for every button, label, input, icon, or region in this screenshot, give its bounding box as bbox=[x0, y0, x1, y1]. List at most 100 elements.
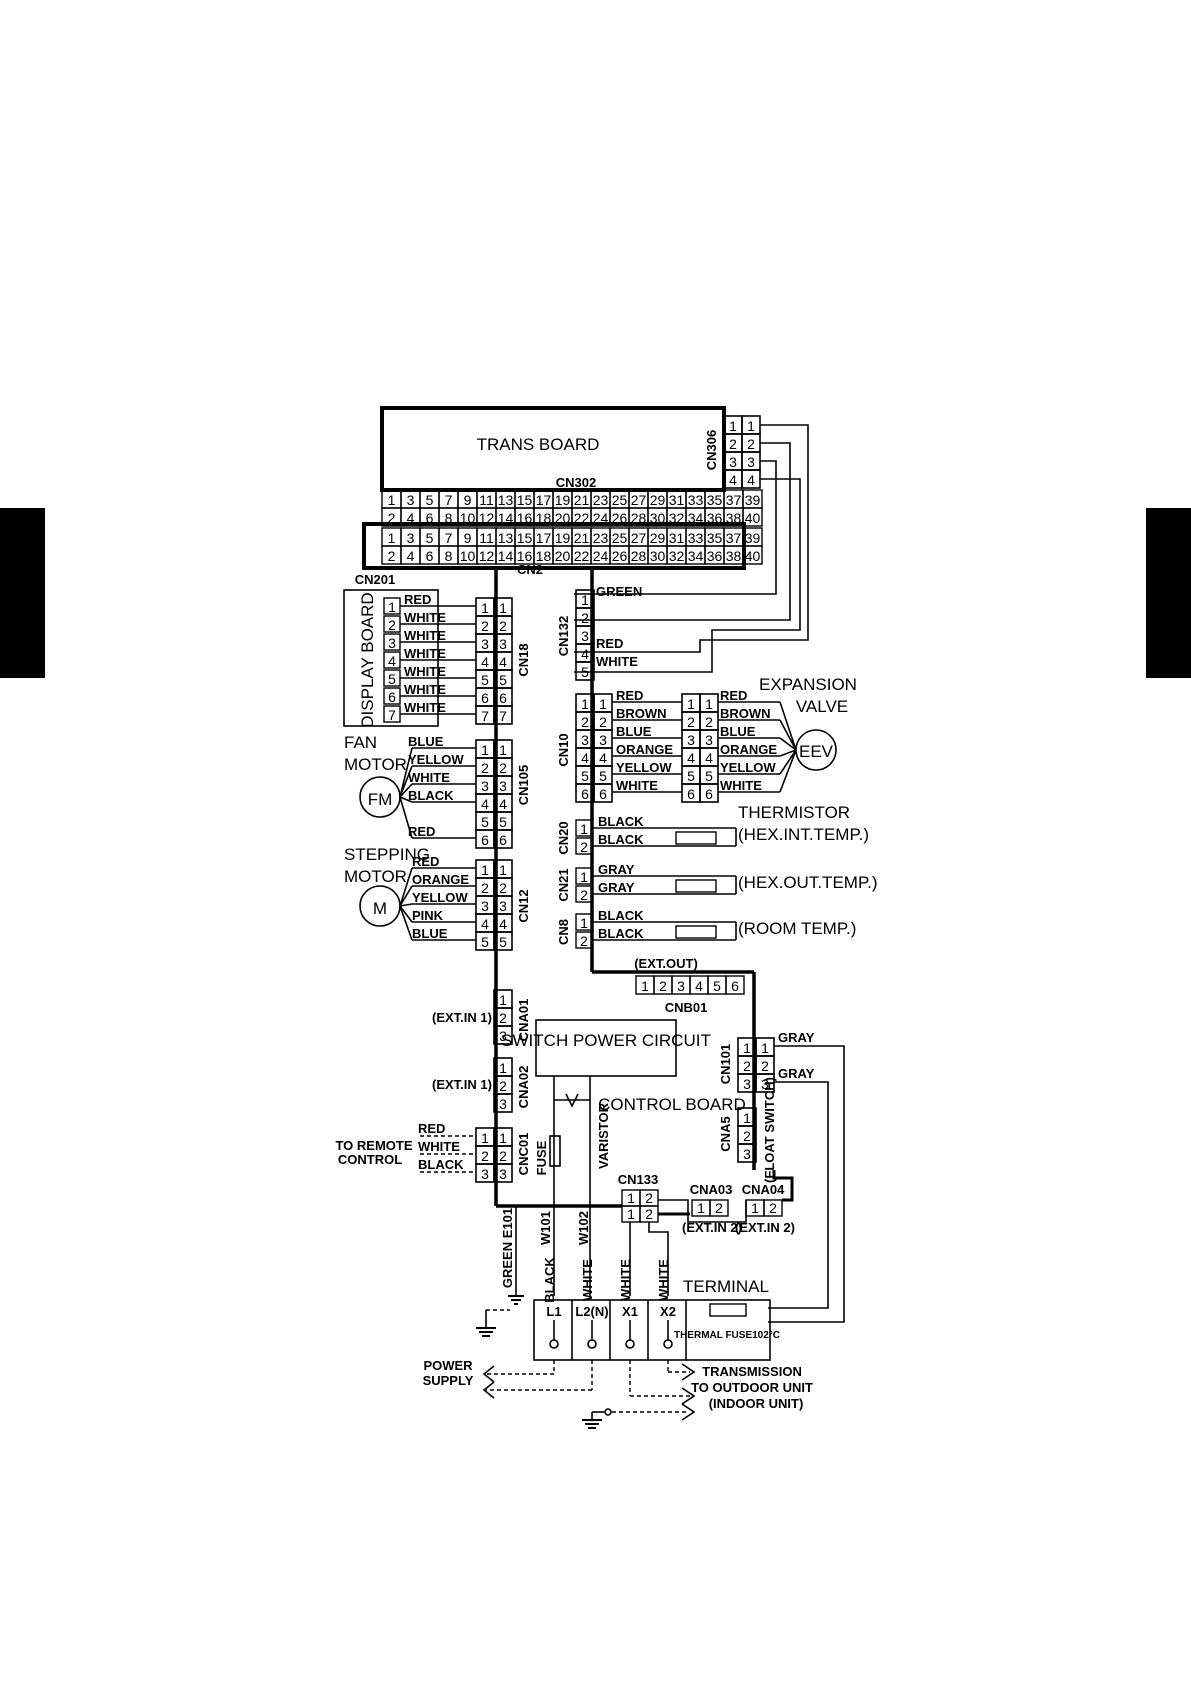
terminal-l1: L1 bbox=[546, 1304, 561, 1319]
wire bbox=[681, 1387, 696, 1405]
cn10c-pin-number: 5 bbox=[687, 768, 695, 784]
thermistor-3-label: (ROOM TEMP.) bbox=[738, 919, 856, 938]
expansion-valve-label-1: EXPANSION bbox=[759, 675, 857, 694]
wire-white-1-label: WHITE bbox=[580, 1259, 595, 1301]
cn10-pin-number: 1 bbox=[581, 696, 589, 712]
cn105-pin-number: 6 bbox=[481, 832, 489, 848]
cn201-pin-number: 1 bbox=[388, 599, 396, 615]
float-switch-label: (FLOAT SWITCH) bbox=[762, 1077, 777, 1183]
display-wire-label: WHITE bbox=[404, 646, 446, 661]
cn132-pin-number: 3 bbox=[581, 628, 589, 644]
cn302-pin-number: 14 bbox=[498, 510, 514, 526]
cn302-pin-number: 7 bbox=[445, 492, 453, 508]
e101-label: GREEN E101 bbox=[500, 1208, 515, 1288]
cn306b-pin-number: 1 bbox=[747, 418, 755, 434]
cn18-pin-number: 3 bbox=[481, 636, 489, 652]
cn302-pin-number: 25 bbox=[612, 492, 628, 508]
cna03-pin bbox=[709, 1199, 729, 1217]
cn101-wire-gray: GRAY bbox=[778, 1030, 815, 1045]
stepping-motor-label-2: MOTOR bbox=[344, 867, 407, 886]
cn302-pin-number: 9 bbox=[464, 492, 472, 508]
thermistor-pin-number: 2 bbox=[580, 933, 588, 949]
terminal-screw bbox=[663, 1339, 673, 1349]
cna03-ext-label: (EXT.IN 2) bbox=[682, 1220, 742, 1235]
fan-motor-symbol bbox=[359, 776, 401, 818]
wire bbox=[779, 701, 797, 751]
cn12b-pin-number: 4 bbox=[499, 916, 507, 932]
thermistor-pin-number: 2 bbox=[580, 887, 588, 903]
cn302-pin-number: 38 bbox=[726, 510, 742, 526]
wire bbox=[648, 1222, 669, 1296]
cn101-wire-gray: GRAY bbox=[778, 1066, 815, 1081]
cn201-pin-number: 2 bbox=[388, 617, 396, 633]
cn302-pin-number: 5 bbox=[426, 492, 434, 508]
wire bbox=[399, 903, 413, 907]
cn302-pin-number: 20 bbox=[555, 510, 571, 526]
wire bbox=[779, 737, 797, 751]
cn18b-pin-number: 2 bbox=[499, 618, 507, 634]
cn10b-pin bbox=[593, 783, 613, 803]
cn201-pin-number: 7 bbox=[388, 707, 396, 723]
wire bbox=[399, 765, 413, 798]
cn101-label: CN101 bbox=[718, 1044, 733, 1084]
cn302-pin-number: 24 bbox=[593, 510, 609, 526]
wire bbox=[399, 867, 413, 907]
cn2-pin-number: 8 bbox=[445, 548, 453, 564]
wire bbox=[399, 747, 413, 798]
cn2-pin-number: 5 bbox=[426, 530, 434, 546]
eev-wire-right-label: BROWN bbox=[720, 706, 771, 721]
cnc01-pin-number: 2 bbox=[481, 1148, 489, 1164]
cn133-pin-number: 1 bbox=[627, 1206, 635, 1222]
wire bbox=[482, 1365, 495, 1383]
cn10-pin-number: 3 bbox=[581, 732, 589, 748]
cn302-pin-number: 30 bbox=[650, 510, 666, 526]
fuse-label: FUSE bbox=[534, 1140, 549, 1175]
cn302-pin-number: 3 bbox=[407, 492, 415, 508]
cn302-pin-number: 12 bbox=[479, 510, 495, 526]
cn302-pin-number: 28 bbox=[631, 510, 647, 526]
cn105b-pin bbox=[493, 829, 513, 849]
stepping-motor-label-1: STEPPING bbox=[344, 845, 430, 864]
cn2-pin-number: 7 bbox=[445, 530, 453, 546]
terminal-title: TERMINAL bbox=[683, 1277, 769, 1296]
cn2-pin-number: 19 bbox=[555, 530, 571, 546]
cn302-pin-number: 32 bbox=[669, 510, 685, 526]
eev-wire-left-label: BLUE bbox=[616, 724, 652, 739]
cn10b-pin-number: 4 bbox=[599, 750, 607, 766]
cn10c-pin-number: 3 bbox=[687, 732, 695, 748]
wire bbox=[399, 905, 413, 941]
ground-terminal bbox=[604, 1408, 612, 1416]
cn201-label: CN201 bbox=[355, 572, 395, 587]
fan-wire-label: RED bbox=[408, 824, 435, 839]
cn105b-pin-number: 6 bbox=[499, 832, 507, 848]
cn18-pin-number: 6 bbox=[481, 690, 489, 706]
terminal-x1: X1 bbox=[622, 1304, 638, 1319]
cn302-pin-number: 39 bbox=[745, 492, 761, 508]
cn132-wire-green: GREEN bbox=[596, 584, 642, 599]
cn10-pin-number: 2 bbox=[581, 714, 589, 730]
cn302-pin-number: 1 bbox=[388, 492, 396, 508]
cn2-pin-number: 24 bbox=[593, 548, 609, 564]
display-wire-label: WHITE bbox=[404, 664, 446, 679]
cn10d-pin-number: 6 bbox=[705, 786, 713, 802]
cn2-pin-number: 38 bbox=[726, 548, 742, 564]
cn2-pin-number: 13 bbox=[498, 530, 514, 546]
cn10b-pin-number: 3 bbox=[599, 732, 607, 748]
cn10d-pin-number: 4 bbox=[705, 750, 713, 766]
cn132-label: CN132 bbox=[556, 616, 571, 656]
cn10-pin-number: 4 bbox=[581, 750, 589, 766]
cn18b-pin-number: 7 bbox=[499, 708, 507, 724]
thermistor-title: THERMISTOR bbox=[738, 803, 850, 822]
cn2-pin-number: 37 bbox=[726, 530, 742, 546]
thermistor-pin-number: 1 bbox=[580, 821, 588, 837]
thermistor-wire-label: BLACK bbox=[598, 908, 644, 923]
remote-wire-label: WHITE bbox=[418, 1139, 460, 1154]
transmission-label-3: (INDOOR UNIT) bbox=[709, 1396, 804, 1411]
cn18-label: CN18 bbox=[516, 643, 531, 676]
display-wire-label: RED bbox=[404, 592, 431, 607]
cn2-pin-number: 31 bbox=[669, 530, 685, 546]
thermistor-wire-label: BLACK bbox=[598, 832, 644, 847]
cn302-pin-number: 22 bbox=[574, 510, 590, 526]
cna01-label: CNA01 bbox=[516, 999, 531, 1042]
